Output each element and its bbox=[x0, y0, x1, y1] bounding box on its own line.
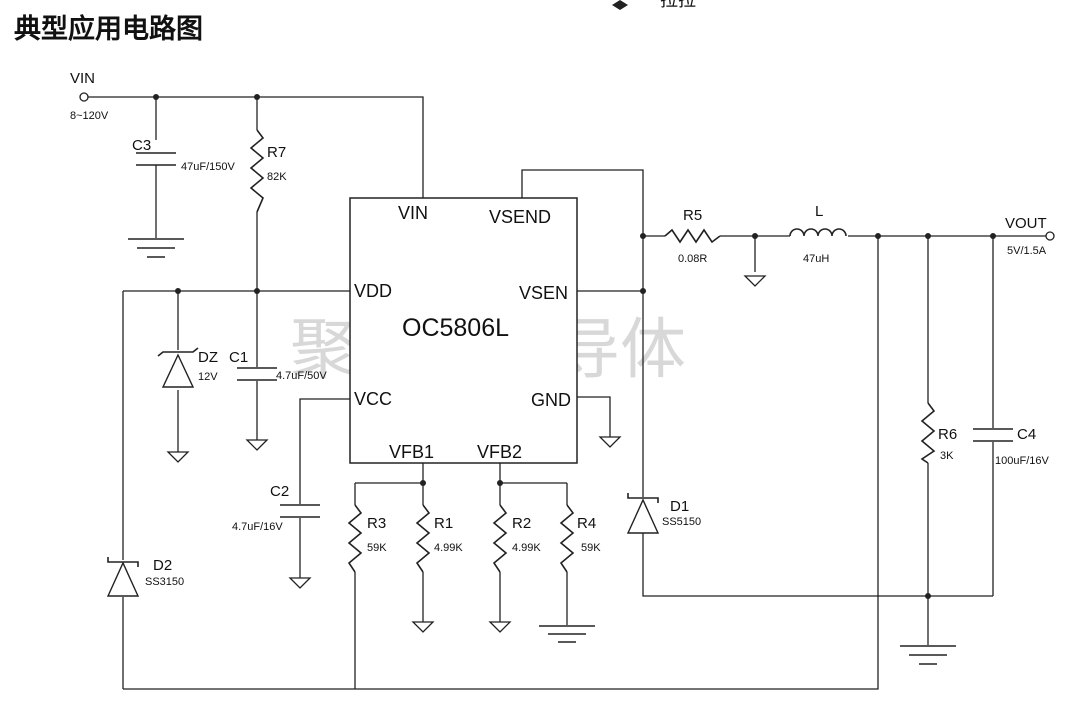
vout-terminal: VOUT 5V/1.5A bbox=[1005, 215, 1055, 257]
r6-value: 3K bbox=[940, 450, 954, 462]
pin-vsend: VSEND bbox=[489, 207, 551, 227]
r4-value: 59K bbox=[581, 542, 601, 554]
resistor-r5: R5 0.08R bbox=[664, 207, 721, 265]
vout-rating: 5V/1.5A bbox=[1007, 245, 1047, 257]
resistor-r3: R3 59K bbox=[347, 504, 387, 573]
vin-terminal-icon bbox=[79, 92, 89, 102]
r3-ref: R3 bbox=[367, 515, 386, 532]
vout-label: VOUT bbox=[1005, 215, 1047, 232]
capacitor-c1: C1 4.7uF/50V bbox=[229, 349, 327, 382]
d2-ref: D2 bbox=[153, 557, 172, 574]
pin-gnd: GND bbox=[531, 390, 571, 410]
dz-ref: DZ bbox=[198, 349, 218, 366]
vin-label: VIN bbox=[70, 70, 95, 87]
diode-d2: D2 SS3150 bbox=[106, 557, 184, 597]
zener-diode-dz: DZ 12V bbox=[157, 347, 218, 388]
r7-value: 82K bbox=[267, 171, 287, 183]
ground-icon bbox=[128, 238, 184, 258]
resistor-r6: R6 3K bbox=[920, 402, 957, 464]
ground-icon bbox=[245, 439, 269, 451]
ground-icon bbox=[743, 275, 767, 287]
wires bbox=[88, 96, 1046, 690]
c3-ref: C3 bbox=[132, 137, 151, 154]
vin-range: 8~120V bbox=[70, 110, 109, 122]
r5-ref: R5 bbox=[683, 207, 702, 224]
capacitor-c4: C4 100uF/16V bbox=[973, 426, 1049, 467]
vin-terminal: VIN 8~120V bbox=[70, 70, 109, 122]
capacitor-c2: C2 4.7uF/16V bbox=[232, 483, 320, 533]
r7-ref: R7 bbox=[267, 144, 286, 161]
ground-icon bbox=[288, 577, 312, 589]
pin-vin: VIN bbox=[398, 203, 428, 223]
pin-vcc: VCC bbox=[354, 389, 392, 409]
d1-ref: D1 bbox=[670, 498, 689, 515]
c1-ref: C1 bbox=[229, 349, 248, 366]
c2-ref: C2 bbox=[270, 483, 289, 500]
ground-icon bbox=[900, 645, 956, 665]
pin-vdd: VDD bbox=[354, 281, 392, 301]
c2-value: 4.7uF/16V bbox=[232, 521, 283, 533]
r2-value: 4.99K bbox=[512, 542, 541, 554]
pin-vsen: VSEN bbox=[519, 283, 568, 303]
c1-value: 4.7uF/50V bbox=[276, 370, 327, 382]
d1-value: SS5150 bbox=[662, 516, 701, 528]
ground-icon bbox=[166, 451, 190, 463]
pin-vfb2: VFB2 bbox=[477, 442, 522, 462]
vout-terminal-icon bbox=[1045, 231, 1055, 241]
ground-icon bbox=[539, 625, 595, 643]
resistor-r2: R2 4.99K bbox=[492, 504, 541, 573]
dz-value: 12V bbox=[198, 371, 218, 383]
r1-value: 4.99K bbox=[434, 542, 463, 554]
r3-value: 59K bbox=[367, 542, 387, 554]
l-ref: L bbox=[815, 203, 823, 220]
ground-icon bbox=[598, 436, 622, 448]
page-title: 典型应用电路图 bbox=[14, 13, 203, 45]
r5-value: 0.08R bbox=[678, 253, 707, 265]
chip-body bbox=[349, 197, 578, 464]
r4-ref: R4 bbox=[577, 515, 596, 532]
l-value: 47uH bbox=[803, 253, 829, 265]
junction-dots bbox=[153, 94, 996, 599]
chip-oc5806l: OC5806L VIN VSEND VDD VSEN VCC GND VFB1 … bbox=[349, 197, 578, 464]
resistor-r1: R1 4.99K bbox=[415, 504, 463, 573]
capacitor-c3: C3 47uF/150V bbox=[132, 137, 235, 173]
cropped-header-text: 拉拉 bbox=[660, 0, 696, 10]
pin-vfb1: VFB1 bbox=[389, 442, 434, 462]
bullet-diamond-icon bbox=[612, 0, 628, 10]
diode-d1: D1 SS5150 bbox=[626, 493, 701, 534]
r6-ref: R6 bbox=[938, 426, 957, 443]
d2-value: SS3150 bbox=[145, 576, 184, 588]
ground-icon bbox=[411, 621, 435, 633]
chip-name: OC5806L bbox=[402, 314, 509, 342]
inductor-l: L 47uH bbox=[789, 203, 847, 265]
resistor-r7: R7 82K bbox=[249, 129, 287, 213]
r1-ref: R1 bbox=[434, 515, 453, 532]
c3-value: 47uF/150V bbox=[181, 161, 235, 173]
c4-ref: C4 bbox=[1017, 426, 1036, 443]
r2-ref: R2 bbox=[512, 515, 531, 532]
ground-icon bbox=[488, 621, 512, 633]
c4-value: 100uF/16V bbox=[995, 455, 1049, 467]
resistor-r4: R4 59K bbox=[559, 504, 601, 573]
